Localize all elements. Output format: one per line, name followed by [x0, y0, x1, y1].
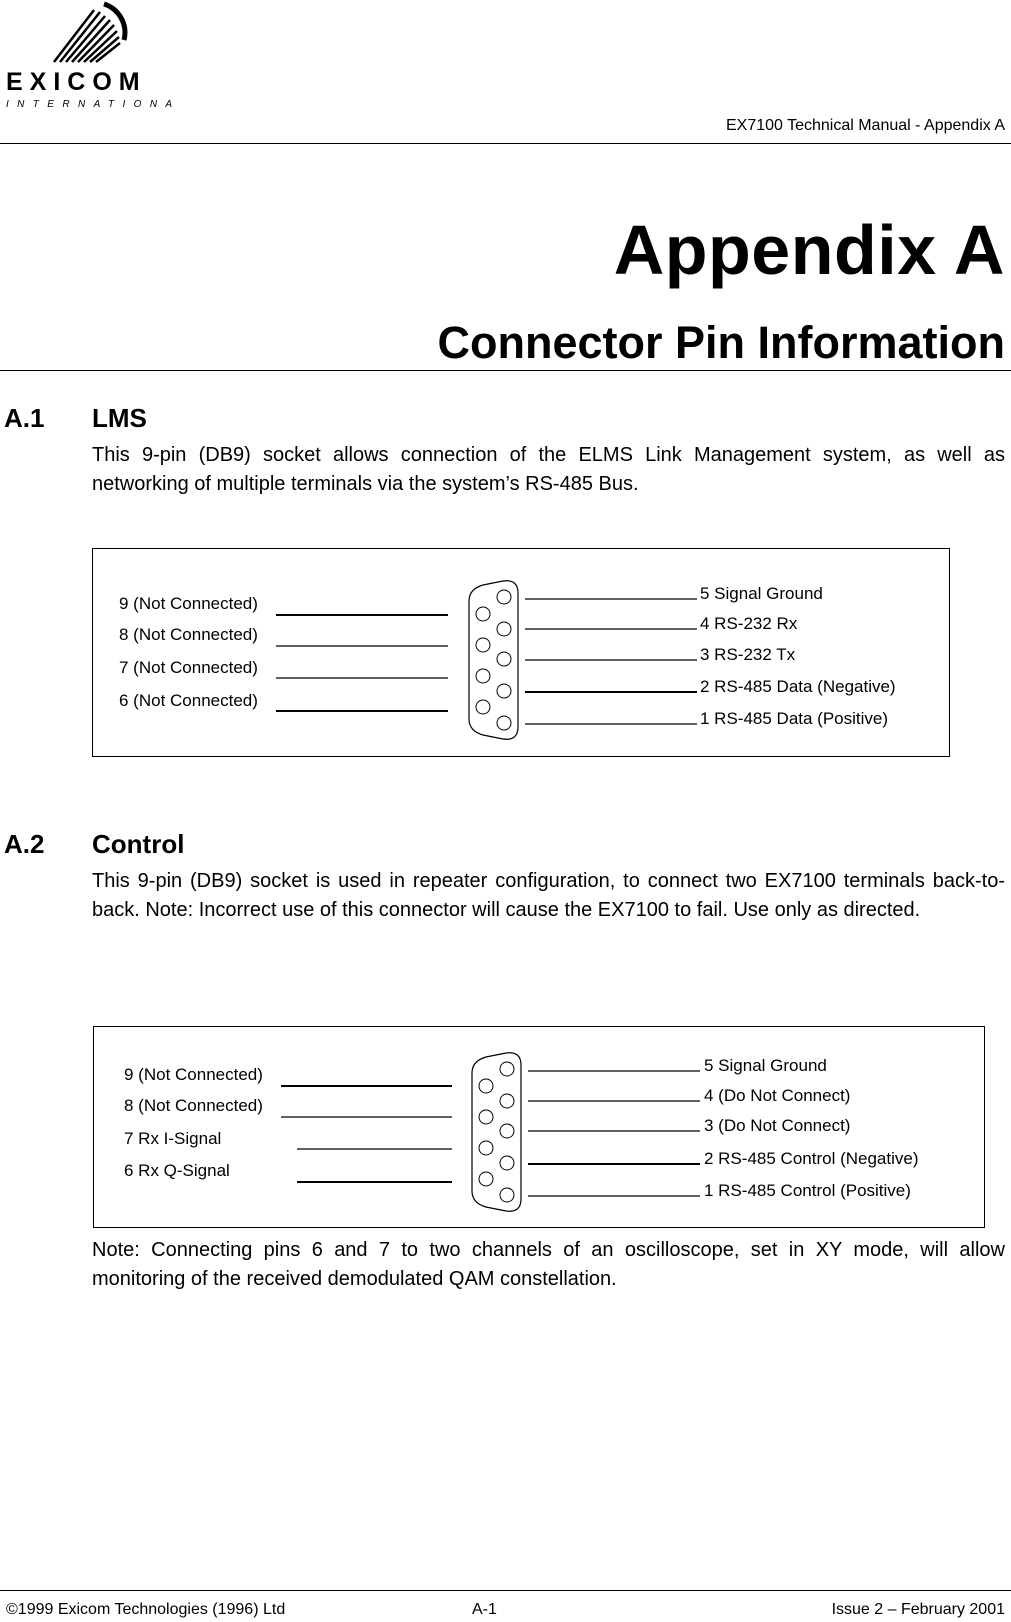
section-paragraph: This 9-pin (DB9) socket is used in repea… — [92, 870, 1005, 921]
title-divider — [0, 370, 1011, 371]
pin-label: 1 RS-485 Data (Positive) — [700, 709, 888, 728]
pin-label: 7 Rx I-Signal — [124, 1129, 221, 1148]
appendix-title: Appendix A — [613, 211, 1005, 289]
control-pinout-diagram: 9 (Not Connected) 8 (Not Connected) 7 Rx… — [93, 1026, 985, 1228]
section-number: A.2 — [4, 829, 45, 859]
footer-issue: Issue 2 – February 2001 — [831, 1601, 1005, 1618]
logo-subtitle: INTERNATIONAL — [6, 99, 176, 110]
pin-label: 5 Signal Ground — [700, 584, 823, 603]
footer-copyright: ©1999 Exicom Technologies (1996) Ltd — [6, 1601, 286, 1618]
pin-label: 9 (Not Connected) — [119, 594, 258, 613]
pin-label: 9 (Not Connected) — [124, 1065, 263, 1084]
db9-connector-icon — [471, 1052, 522, 1212]
pin-label: 3 (Do Not Connect) — [704, 1116, 850, 1135]
logo-name: EXICOM — [6, 68, 147, 96]
db9-connector-icon — [468, 580, 519, 740]
pin-label: 2 RS-485 Data (Negative) — [700, 677, 896, 696]
header-divider — [0, 143, 1011, 144]
pin-label: 2 RS-485 Control (Negative) — [704, 1149, 918, 1168]
lms-pinout-diagram: 9 (Not Connected) 8 (Not Connected) 7 (N… — [92, 548, 950, 757]
section-number: A.1 — [4, 403, 45, 433]
pin-label: 3 RS-232 Tx — [700, 645, 796, 664]
pin-label: 1 RS-485 Control (Positive) — [704, 1181, 911, 1200]
section-title: Control — [92, 829, 185, 859]
exicom-logo: EXICOM INTERNATIONAL — [4, 0, 176, 110]
footer-divider — [0, 1590, 1011, 1591]
pin-label: 5 Signal Ground — [704, 1056, 827, 1075]
pin-label: 4 RS-232 Rx — [700, 614, 798, 633]
pin-label: 6 (Not Connected) — [119, 691, 258, 710]
appendix-subtitle: Connector Pin Information — [437, 317, 1006, 368]
pin-label: 8 (Not Connected) — [124, 1096, 263, 1115]
document-header-title: EX7100 Technical Manual - Appendix A — [725, 117, 1005, 134]
footer-page-number: A-1 — [472, 1601, 497, 1618]
pin-label: 7 (Not Connected) — [119, 658, 258, 677]
pin-label: 8 (Not Connected) — [119, 625, 258, 644]
section-paragraph: This 9-pin (DB9) socket allows connectio… — [92, 444, 1005, 495]
section-note: Note: Connecting pins 6 and 7 to two cha… — [92, 1239, 1005, 1290]
section-title: LMS — [92, 403, 147, 433]
pin-label: 6 Rx Q-Signal — [124, 1161, 230, 1180]
pin-label: 4 (Do Not Connect) — [704, 1086, 850, 1105]
